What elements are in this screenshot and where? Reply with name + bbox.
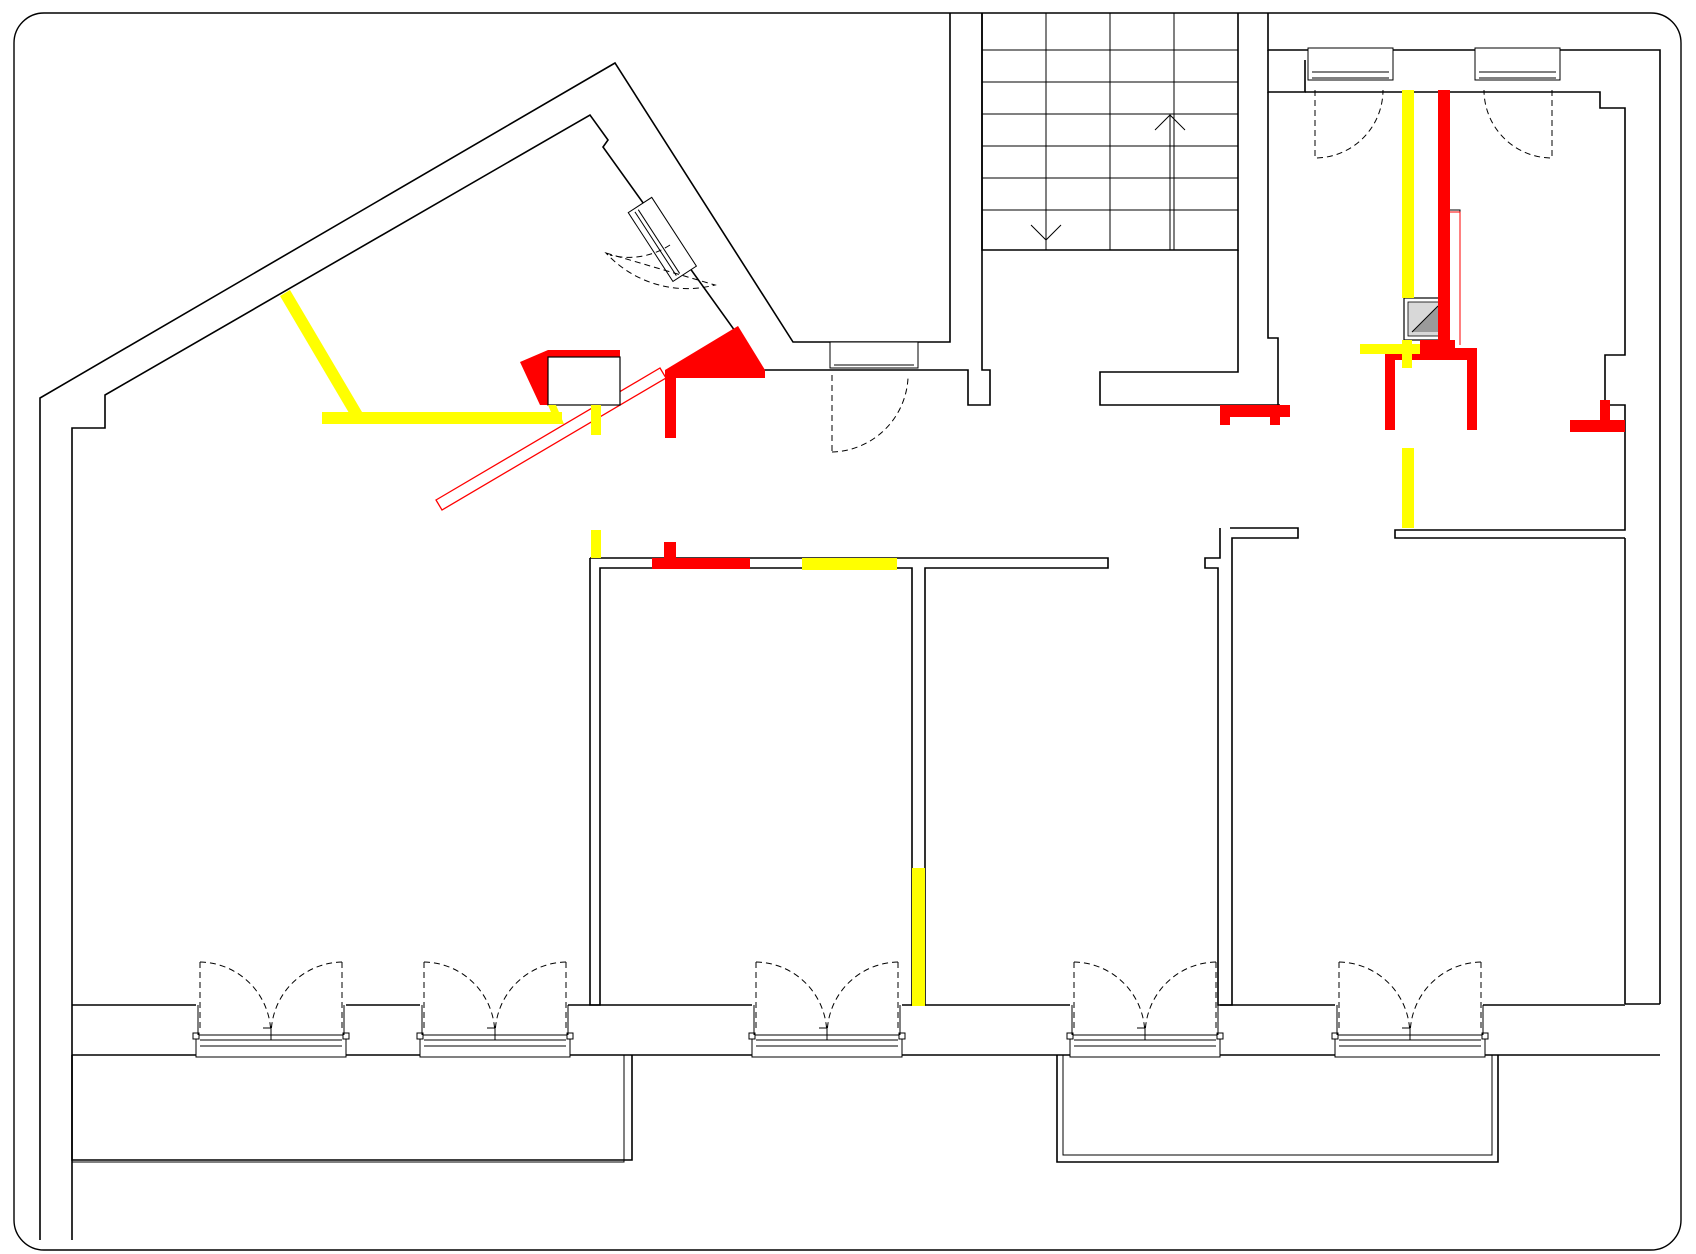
right-upper-rooms [1267, 50, 1660, 1005]
construction-elements [280, 90, 1420, 1006]
drawing-border [13, 12, 1682, 1251]
stair-down-arrow [1030, 140, 1062, 241]
french-door-4 [1066, 961, 1224, 1058]
stair-up-arrow [1154, 114, 1186, 250]
french-door-1 [192, 961, 350, 1058]
french-door-2 [416, 961, 574, 1058]
facade-wall [71, 1004, 1660, 1163]
french-door-3 [748, 961, 906, 1058]
demolition-elements [520, 90, 1625, 569]
red-outlined-element [435, 367, 667, 511]
upper-windows [604, 47, 1561, 453]
outer-walls [39, 13, 991, 1240]
facade-french-doors [192, 961, 1489, 1058]
stairwell [981, 13, 1661, 1004]
french-door-5 [1331, 961, 1489, 1058]
demolition-box [547, 356, 621, 406]
interior-partitions [589, 527, 1299, 1006]
